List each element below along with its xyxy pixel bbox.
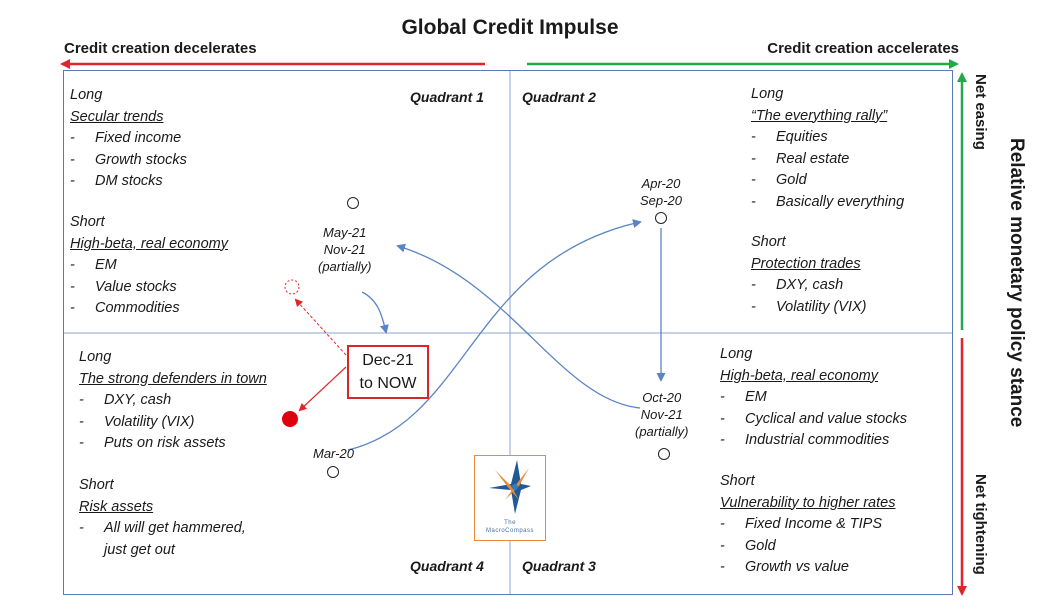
left-axis-label: Credit creation decelerates xyxy=(64,40,257,57)
now-box-line: to NOW xyxy=(359,375,417,392)
list-item: Real estate xyxy=(751,149,904,171)
q3-short-heading: Vulnerability to higher rates xyxy=(720,494,896,511)
list-item-continuation: just get out xyxy=(104,541,175,558)
q4-short-heading: Risk assets xyxy=(79,498,154,515)
list-item: DXY, cash xyxy=(79,390,267,412)
now-box-line: Dec-21 xyxy=(362,352,414,369)
q3-long-title: Long xyxy=(720,346,753,362)
q1-long-block: Long Secular trends Fixed income Growth … xyxy=(70,85,187,193)
point-label-line: Nov-21 xyxy=(640,407,683,422)
point-label-line: Nov-21 xyxy=(323,242,366,257)
path-oct20-to-may21 xyxy=(396,243,641,409)
quadrant-frame xyxy=(63,70,953,595)
list-item: DM stocks xyxy=(70,171,187,193)
q1-short-block: Short High-beta, real economy EM Value s… xyxy=(70,212,228,320)
list-item: EM xyxy=(720,387,907,409)
list-item: EM xyxy=(70,255,228,277)
q1-short-title: Short xyxy=(70,214,105,230)
q4-short-block: Short Risk assets All will get hammered,… xyxy=(79,475,246,561)
list-item: Volatility (VIX) xyxy=(79,412,267,434)
list-item: Fixed income xyxy=(70,128,187,150)
red-arrow-up xyxy=(294,298,347,356)
point-label-line: (partially) xyxy=(318,259,372,274)
macrocompass-logo: The MacroCompass xyxy=(474,455,546,541)
logo-line-1: The xyxy=(504,520,516,526)
list-item: Volatility (VIX) xyxy=(751,297,867,319)
may21-label: May-21 Nov-21 (partially) xyxy=(318,224,371,275)
list-item: Commodities xyxy=(70,298,228,320)
q2-short-block: Short Protection trades DXY, cash Volati… xyxy=(751,232,867,318)
q4-long-heading: The strong defenders in town xyxy=(79,370,267,387)
path-mar20-to-apr20 xyxy=(347,219,642,451)
q3-long-heading: High-beta, real economy xyxy=(720,367,878,384)
q3-short-block: Short Vulnerability to higher rates Fixe… xyxy=(720,471,895,579)
chart-title: Global Credit Impulse xyxy=(401,16,619,39)
point-label-line: Sep-20 xyxy=(640,193,682,208)
net-tightening-label: Net tightening xyxy=(972,474,989,575)
compass-star-icon xyxy=(489,460,531,514)
quadrant-4-label: Quadrant 4 xyxy=(410,558,484,574)
list-item: Puts on risk assets xyxy=(79,433,267,455)
quadrant-1-label: Quadrant 1 xyxy=(410,89,484,105)
mar20-marker xyxy=(327,466,339,478)
q4-short-title: Short xyxy=(79,477,114,493)
policy-stance-label: Relative monetary policy stance xyxy=(1006,138,1027,428)
q2-short-title: Short xyxy=(751,234,786,250)
q1-long-title: Long xyxy=(70,87,103,103)
list-item: Industrial commodities xyxy=(720,430,907,452)
list-item: Growth stocks xyxy=(70,150,187,172)
q2-long-heading: “The everything rally” xyxy=(751,107,888,124)
mar20-label: Mar-20 xyxy=(313,445,354,462)
point-label-line: Oct-20 xyxy=(642,390,682,405)
list-item: Cyclical and value stocks xyxy=(720,409,907,431)
list-item: All will get hammered, xyxy=(79,518,246,540)
red-arrow-down xyxy=(298,366,347,412)
q4-long-block: Long The strong defenders in town DXY, c… xyxy=(79,347,267,455)
q4-long-title: Long xyxy=(79,349,112,365)
apr20-label: Apr-20 Sep-20 xyxy=(640,175,682,209)
may21-marker xyxy=(347,197,359,209)
q1-short-heading: High-beta, real economy xyxy=(70,235,228,252)
list-item: Fixed Income & TIPS xyxy=(720,514,895,536)
oct20-marker xyxy=(658,448,670,460)
list-item: Equities xyxy=(751,127,904,149)
apr20-marker xyxy=(655,212,667,224)
now-box: Dec-21 to NOW xyxy=(347,345,429,399)
q2-long-title: Long xyxy=(751,86,784,102)
list-item: Basically everything xyxy=(751,192,904,214)
list-item: DXY, cash xyxy=(751,275,867,297)
point-label-line: (partially) xyxy=(635,424,689,439)
list-item: Value stocks xyxy=(70,277,228,299)
red-dashed-dot xyxy=(284,279,300,295)
point-label-line: Mar-20 xyxy=(313,446,354,461)
q2-short-heading: Protection trades xyxy=(751,255,861,272)
logo-line-2: MacroCompass xyxy=(485,528,534,534)
q2-long-block: Long “The everything rally” Equities Rea… xyxy=(751,84,904,213)
red-filled-dot xyxy=(282,411,298,427)
q3-long-block: Long High-beta, real economy EM Cyclical… xyxy=(720,344,907,452)
q3-short-title: Short xyxy=(720,473,755,489)
q1-long-heading: Secular trends xyxy=(70,108,164,125)
point-label-line: May-21 xyxy=(323,225,367,240)
point-label-line: Apr-20 xyxy=(641,176,681,191)
list-item: Gold xyxy=(720,536,895,558)
net-easing-label: Net easing xyxy=(972,74,989,150)
quadrant-3-label: Quadrant 3 xyxy=(522,558,596,574)
list-item: Gold xyxy=(751,170,904,192)
quadrant-2-label: Quadrant 2 xyxy=(522,89,596,105)
path-may21-to-dec21 xyxy=(361,291,389,334)
right-axis-label: Credit creation accelerates xyxy=(767,40,959,57)
oct20-label: Oct-20 Nov-21 (partially) xyxy=(635,389,688,440)
list-item: Growth vs value xyxy=(720,557,895,579)
